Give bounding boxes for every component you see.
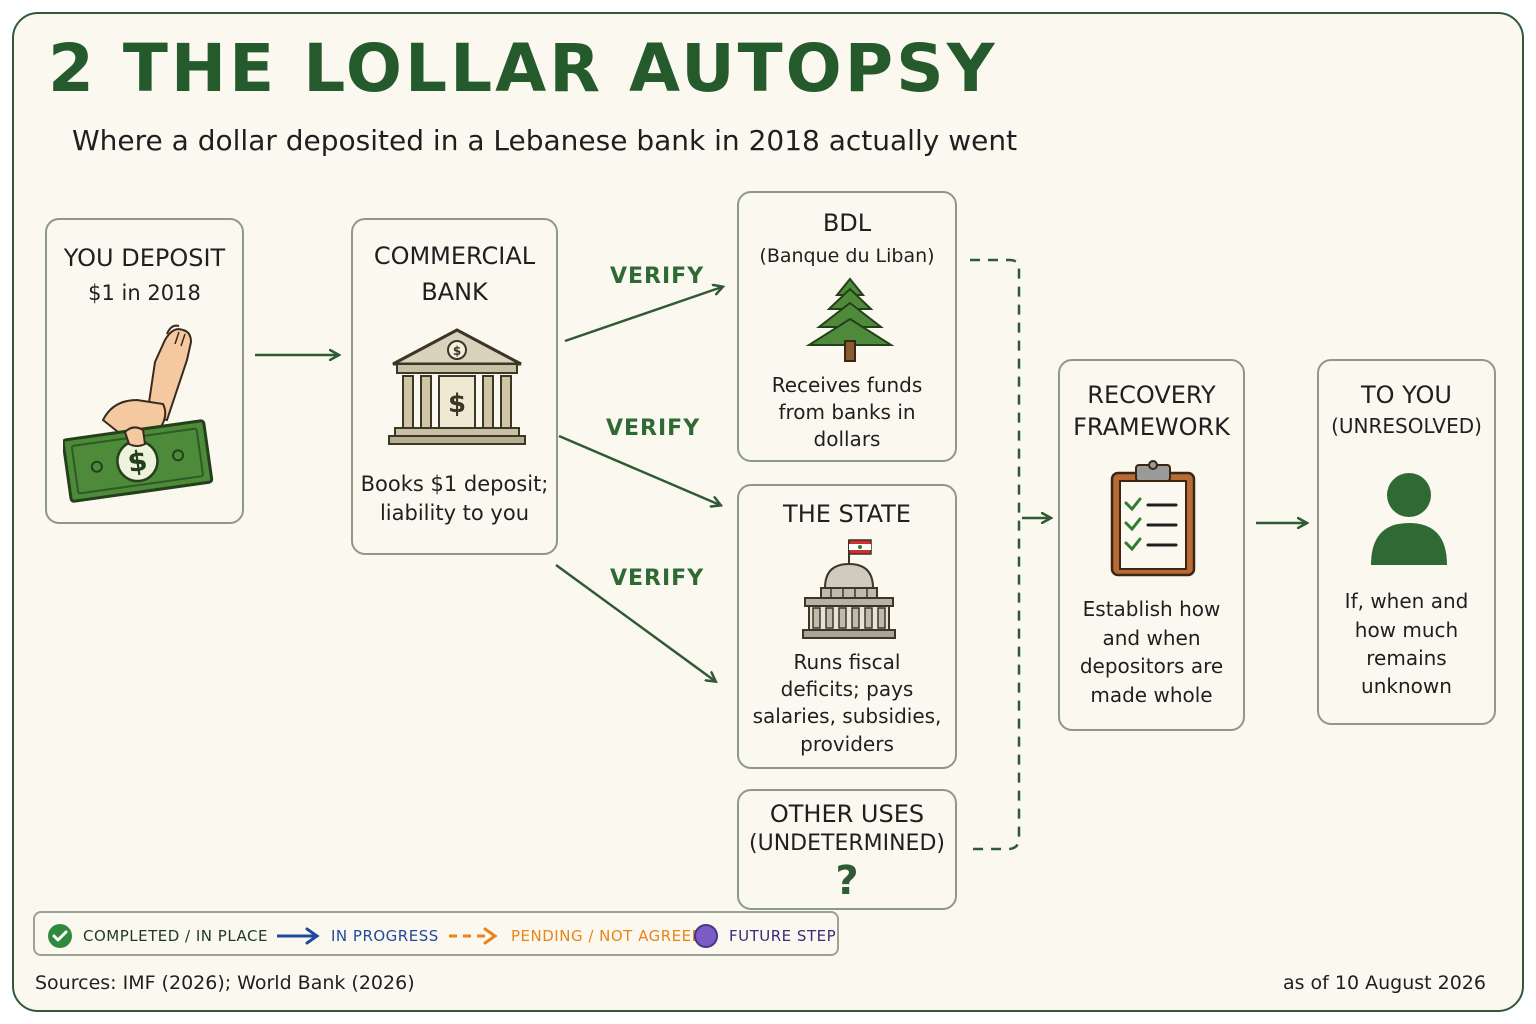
- node-desc-line1: If, when and: [1344, 589, 1469, 613]
- node-desc-line2: deficits; pays: [780, 677, 914, 701]
- legend-label-future: FUTURE STEP: [729, 926, 837, 945]
- bank-building-icon: $ $: [388, 328, 526, 445]
- question-mark-icon: ?: [835, 858, 859, 904]
- node-title-line1: RECOVERY: [1087, 381, 1216, 409]
- node-desc-line1: Runs fiscal: [793, 650, 901, 674]
- node-recovery-framework: RECOVERY FRAMEWORK Establish how and whe…: [1058, 359, 1245, 731]
- node-title-line1: COMMERCIAL: [373, 242, 536, 270]
- node-desc-line3: dollars: [813, 427, 881, 451]
- node-to-you: TO YOU (UNRESOLVED) If, when and how muc…: [1317, 359, 1496, 725]
- node-commercial-bank: COMMERCIAL BANK $ $ Books $1 deposit; li…: [351, 218, 558, 555]
- svg-text:$: $: [126, 444, 150, 479]
- node-title: THE STATE: [783, 500, 911, 528]
- svg-text:$: $: [448, 389, 466, 419]
- node-subtitle: (Banque du Liban): [759, 245, 935, 267]
- legend-item-in-progress: IN PROGRESS: [275, 913, 439, 958]
- solid-arrow-icon: [277, 927, 320, 944]
- legend-item-completed: COMPLETED / IN PLACE: [47, 913, 268, 958]
- node-desc-line1: Receives funds: [771, 373, 923, 397]
- node-you-deposit: YOU DEPOSIT $1 in 2018 $: [45, 218, 244, 524]
- node-desc-line2: and when: [1102, 626, 1201, 650]
- node-desc-line1: Books $1 deposit;: [360, 472, 549, 496]
- cedar-tree-icon: [805, 277, 895, 362]
- legend-item-pending: PENDING / NOT AGREED: [447, 913, 704, 958]
- legend-label-pending: PENDING / NOT AGREED: [511, 926, 704, 945]
- node-title-line2: BANK: [421, 278, 488, 306]
- node-desc-line3: depositors are: [1079, 654, 1224, 678]
- legend: COMPLETED / IN PLACE IN PROGRESS PENDING…: [33, 911, 839, 956]
- node-title-line2: (UNRESOLVED): [1331, 414, 1482, 438]
- sources-note: Sources: IMF (2026); World Bank (2026): [35, 972, 415, 994]
- node-title-line1: TO YOU: [1361, 381, 1452, 409]
- hand-dollar-bill-icon: $: [63, 324, 214, 503]
- legend-item-future: FUTURE STEP: [693, 913, 836, 958]
- dashed-arrow-icon: [449, 927, 498, 944]
- purple-circle-icon: [694, 923, 718, 948]
- node-title: YOU DEPOSIT: [63, 244, 226, 272]
- node-the-state: THE STATE Runs fiscal deficits; pays sal…: [737, 484, 957, 769]
- page-title: 2 THE LOLLAR AUTOPSY: [48, 30, 998, 107]
- as-of-date: as of 10 August 2026: [1282, 972, 1486, 994]
- edge-label-verify-other: VERIFY: [610, 566, 705, 591]
- node-subtitle: $1 in 2018: [88, 281, 201, 305]
- person-icon: [1371, 473, 1447, 565]
- node-other-uses: OTHER USES (UNDETERMINED) ?: [737, 789, 957, 910]
- capitol-building-icon: [802, 539, 896, 639]
- node-title-line2: (UNDETERMINED): [749, 831, 945, 856]
- edge-label-verify-bdl: VERIFY: [610, 264, 705, 289]
- page-subtitle: Where a dollar deposited in a Lebanese b…: [72, 124, 1018, 157]
- node-title-line2: FRAMEWORK: [1073, 413, 1230, 441]
- node-desc-line4: made whole: [1090, 683, 1213, 707]
- node-desc-line3: remains: [1366, 646, 1447, 670]
- check-circle-icon: [48, 923, 72, 948]
- edge-label-verify-state: VERIFY: [606, 416, 701, 441]
- node-title: BDL: [822, 209, 872, 237]
- node-desc-line3: salaries, subsidies,: [752, 704, 942, 728]
- svg-text:$: $: [453, 344, 461, 358]
- node-desc-line4: unknown: [1361, 674, 1452, 698]
- clipboard-checklist-icon: [1110, 460, 1196, 577]
- node-desc-line2: how much: [1354, 618, 1459, 642]
- node-desc-line4: providers: [800, 732, 894, 756]
- legend-label-completed: COMPLETED / IN PLACE: [83, 926, 268, 945]
- legend-label-in-progress: IN PROGRESS: [331, 926, 439, 945]
- node-title-line1: OTHER USES: [769, 800, 925, 828]
- node-bdl: BDL (Banque du Liban) Receives funds fro…: [737, 191, 957, 462]
- node-desc-line2: liability to you: [379, 501, 530, 525]
- node-desc-line1: Establish how: [1082, 597, 1221, 621]
- node-desc-line2: from banks in: [778, 400, 916, 424]
